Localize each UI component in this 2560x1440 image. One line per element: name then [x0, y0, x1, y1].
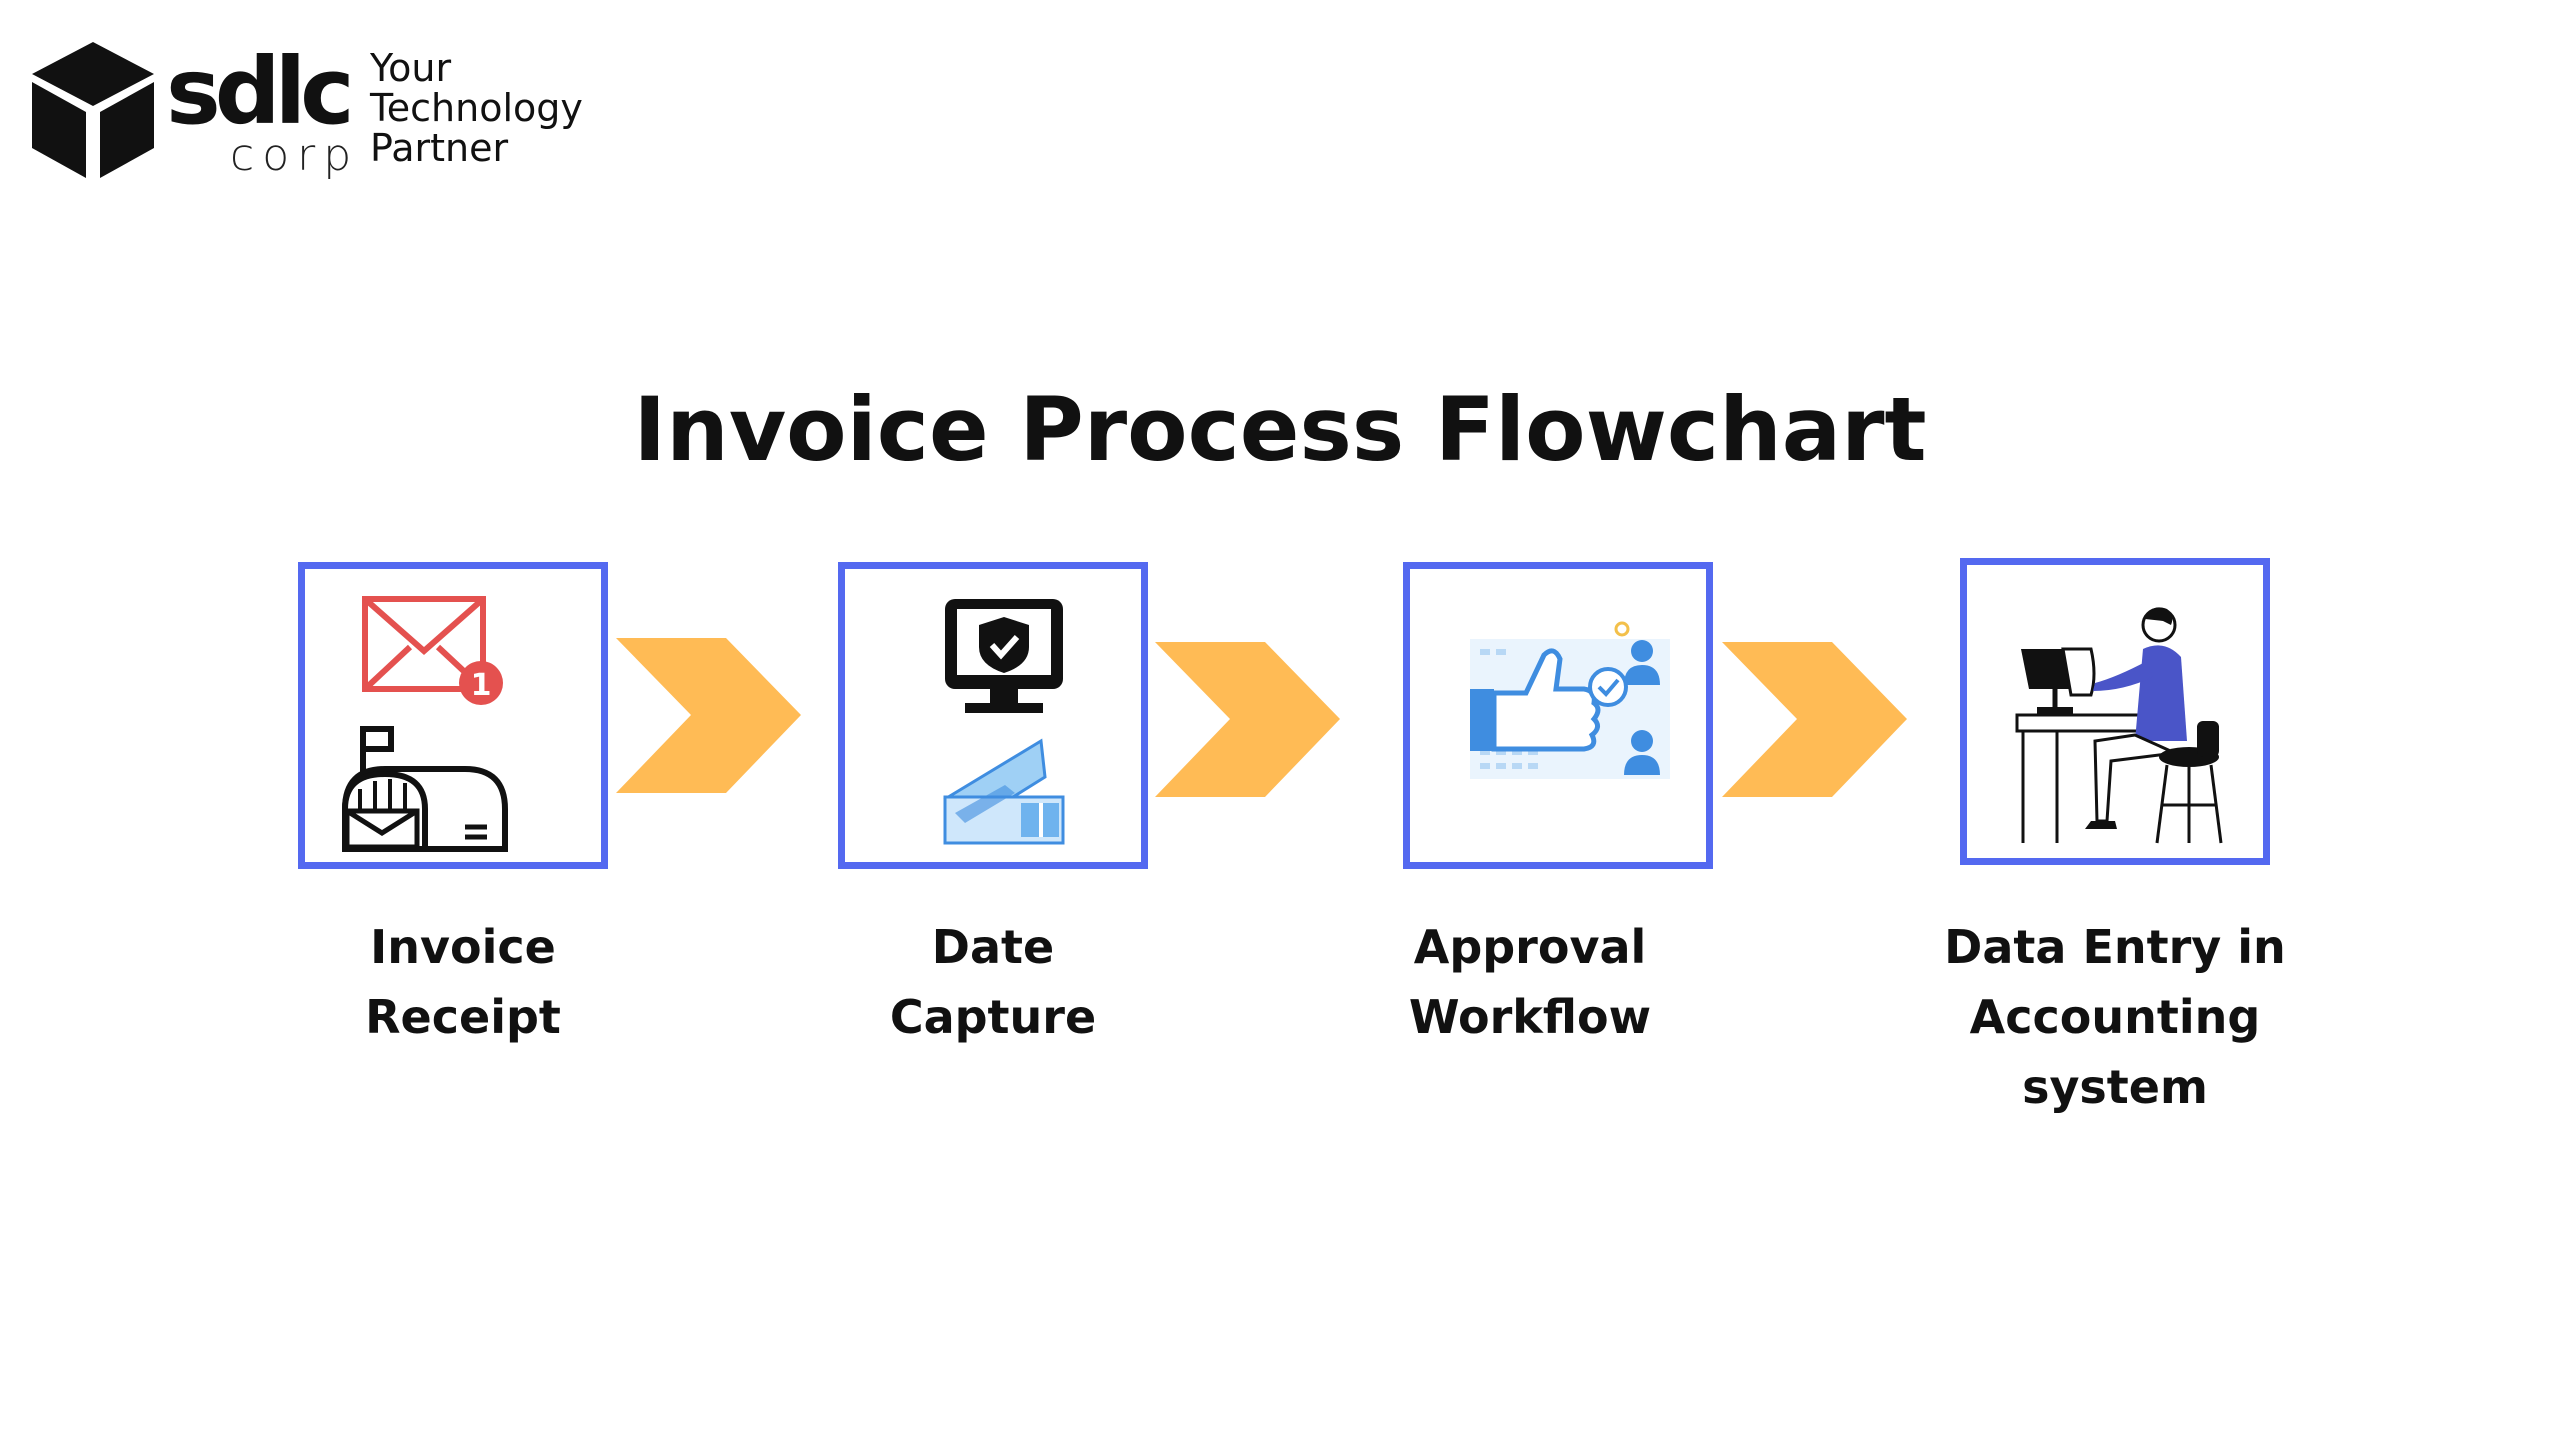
step-box-date-capture: [838, 562, 1148, 869]
step-box-data-entry: [1960, 558, 2270, 865]
logo-tagline: Your Technology Partner: [370, 48, 583, 168]
page-title: Invoice Process Flowchart: [0, 378, 2560, 481]
notification-badge: 1: [471, 668, 492, 703]
logo-corp-text: corp: [230, 130, 359, 181]
step-label-line: Data Entry in: [1905, 912, 2325, 982]
step-box-approval-workflow: [1403, 562, 1713, 869]
person-at-computer-icon: [1967, 565, 2263, 858]
step-label-line: Approval: [1320, 912, 1740, 982]
cube-logo-icon: [28, 38, 158, 183]
step-label-line: Receipt: [253, 982, 673, 1052]
logo-wordmark: sdlc: [166, 46, 349, 138]
tagline-line: Partner: [370, 128, 583, 168]
step-label-line: Date: [783, 912, 1203, 982]
monitor-shield-scanner-icon: [845, 569, 1141, 862]
thumbs-up-approval-icon: [1410, 569, 1706, 862]
step-label-line: Workflow: [1320, 982, 1740, 1052]
step-label-line: Accounting: [1905, 982, 2325, 1052]
flow-arrow-icon: [1155, 642, 1340, 797]
tagline-line: Your: [370, 48, 583, 88]
step-label-data-entry: Data Entry in Accounting system: [1905, 912, 2325, 1122]
step-label-invoice-receipt: Invoice Receipt: [253, 912, 673, 1052]
tagline-line: Technology: [370, 88, 583, 128]
flow-arrow-icon: [1722, 642, 1907, 797]
step-label-approval-workflow: Approval Workflow: [1320, 912, 1740, 1052]
step-label-line: system: [1905, 1052, 2325, 1122]
flow-arrow-icon: [616, 638, 801, 793]
step-label-date-capture: Date Capture: [783, 912, 1203, 1052]
step-label-line: Capture: [783, 982, 1203, 1052]
step-label-line: Invoice: [253, 912, 673, 982]
company-logo: sdlc corp Your Technology Partner: [28, 38, 628, 188]
mail-and-mailbox-icon: 1: [305, 569, 601, 862]
step-box-invoice-receipt: 1: [298, 562, 608, 869]
